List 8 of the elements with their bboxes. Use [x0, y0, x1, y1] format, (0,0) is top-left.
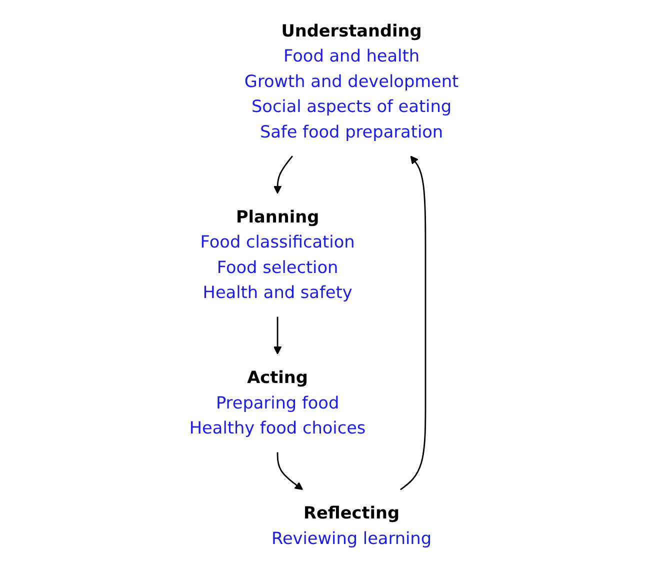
arrow [273, 316, 282, 355]
node-text: Planning Food classification Food selection Health and safety [200, 207, 355, 303]
node-text: Acting Preparing food Healthy food choices [189, 368, 366, 438]
arrow [273, 156, 293, 194]
node-text: Understanding Food and health Growth and development Social aspects of eating Safe food preparation [244, 21, 459, 142]
arrow [276, 452, 303, 490]
arrow [400, 156, 426, 490]
node-text: Reflecting Reviewing learning [272, 504, 432, 549]
